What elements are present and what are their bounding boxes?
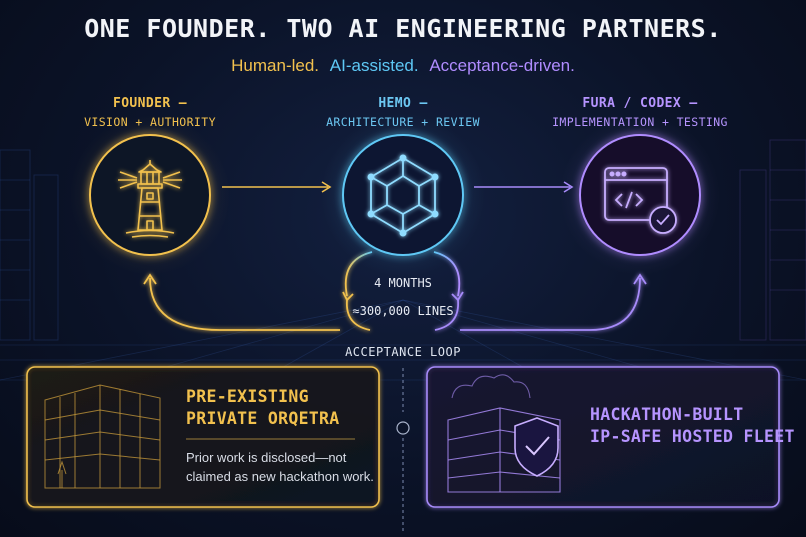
background-city-right <box>739 139 806 341</box>
server-shield-icon <box>447 374 561 493</box>
subtitle-acceptance-driven: Acceptance-driven. <box>429 56 575 75</box>
fura-codex-name: FURA / CODEX — <box>582 96 698 111</box>
background-city-left <box>0 149 59 341</box>
hemo-node <box>321 113 485 277</box>
pre-existing-body-line-1: Prior work is disclosed—not <box>186 450 347 465</box>
hackathon-card-title: HACKATHON-BUILT IP-SAFE HOSTED FLEET <box>590 404 795 448</box>
building-icon <box>44 384 161 489</box>
pre-existing-card-title: PRE-EXISTING PRIVATE ORQETRA <box>186 386 340 430</box>
hemo-tagline: ARCHITECTURE + REVIEW <box>326 115 480 129</box>
arrow-hemo-to-fura <box>474 181 574 193</box>
arrow-founder-to-hemo <box>222 181 332 193</box>
loop-duration: 4 MONTHS <box>374 276 432 290</box>
fura-codex-header: FURA / CODEX — IMPLEMENTATION + TESTING <box>540 96 740 129</box>
loop-lines: ≈300,000 LINES <box>352 304 454 318</box>
pre-existing-title-line-2: PRIVATE ORQETRA <box>186 409 340 428</box>
code-window-check-icon <box>604 167 677 234</box>
acceptance-loop-label: ACCEPTANCE LOOP <box>345 345 461 359</box>
fura-codex-node <box>560 115 720 275</box>
founder-tagline: VISION + AUTHORITY <box>84 115 216 129</box>
subtitle-ai-assisted: AI-assisted. <box>329 56 419 75</box>
fura-codex-tagline: IMPLEMENTATION + TESTING <box>552 115 728 129</box>
lighthouse-icon <box>118 160 182 238</box>
subtitle-human-led: Human-led. <box>231 56 320 75</box>
pre-existing-title-line-1: PRE-EXISTING <box>186 387 309 406</box>
cube-network-icon <box>367 154 439 237</box>
hemo-header: HEMO — ARCHITECTURE + REVIEW <box>303 96 503 129</box>
hackathon-card <box>426 366 780 508</box>
founder-header: FOUNDER — VISION + AUTHORITY <box>50 96 250 129</box>
pre-existing-card-body: Prior work is disclosed—not claimed as n… <box>186 448 374 486</box>
hackathon-title-line-2: IP-SAFE HOSTED FLEET <box>590 427 795 446</box>
page-subtitle: Human-led. AI-assisted. Acceptance-drive… <box>0 56 806 76</box>
founder-node <box>70 115 230 275</box>
hackathon-title-line-1: HACKATHON-BUILT <box>590 405 744 424</box>
pre-existing-body-line-2: claimed as new hackathon work. <box>186 469 374 484</box>
acceptance-loop-curves <box>143 251 647 331</box>
center-divider <box>396 368 410 532</box>
page-title: ONE FOUNDER. TWO AI ENGINEERING PARTNERS… <box>84 14 722 43</box>
founder-name: FOUNDER — <box>112 96 188 111</box>
hemo-name: HEMO — <box>378 96 428 111</box>
pre-existing-card <box>26 366 380 508</box>
